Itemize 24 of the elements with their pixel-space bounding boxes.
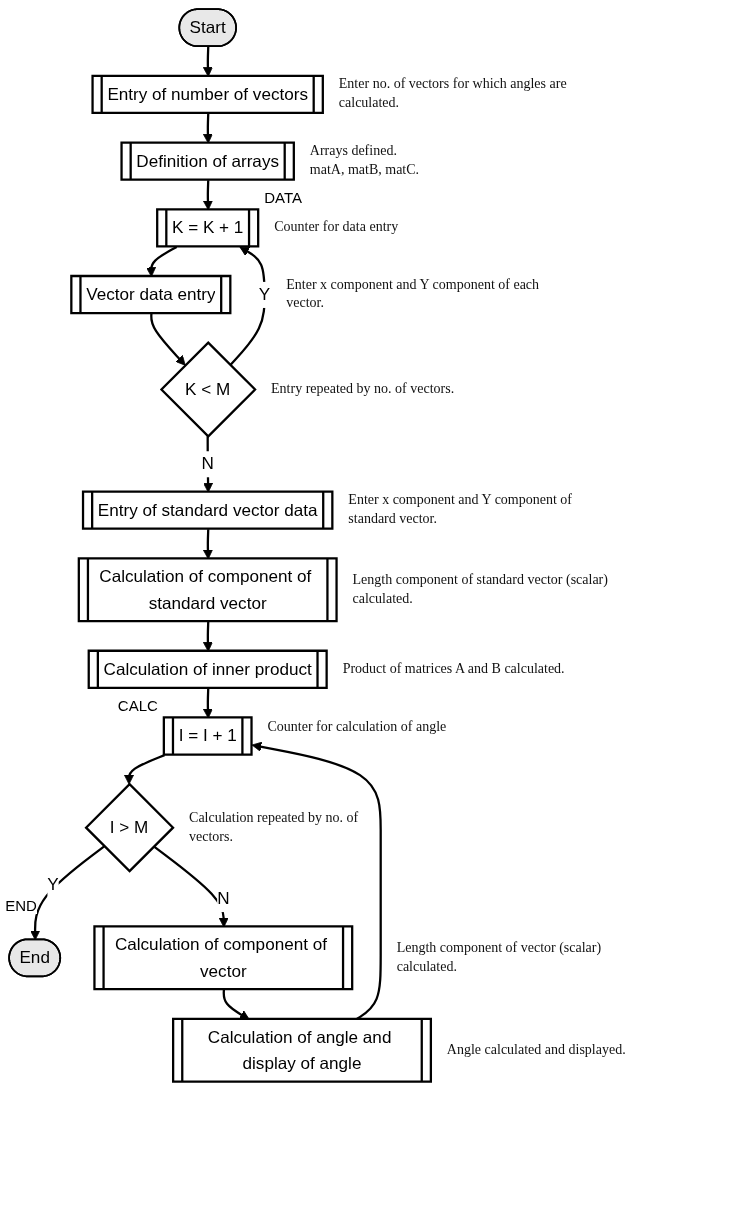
annotation-text: Length component of standard vector (scalar) calculated.	[352, 570, 609, 608]
annotation-text: Enter x component and Y component of each vector.	[286, 275, 541, 313]
node-diamond: K < M	[159, 341, 257, 438]
annotation-text: Product of matrices A and B calculated.	[342, 659, 566, 678]
annotation-text: Length component of vector (scalar) calculated.	[396, 938, 603, 976]
annotation-text: Angle calculated and displayed.	[446, 1040, 627, 1059]
annotation-text: Enter x component and Y component of standard vector.	[348, 491, 573, 529]
annotation-text: matA, matB, matC.	[309, 160, 421, 179]
arrow	[124, 754, 165, 785]
edge-label: N	[217, 888, 230, 908]
edge-label: Y	[47, 874, 59, 894]
arrow	[150, 313, 186, 366]
annotation-text: Arrays defined.	[309, 142, 398, 161]
annotation-text: Calculation repeated by no. of vectors.	[189, 808, 360, 846]
connector-name: DATA	[264, 189, 302, 207]
annotation-text: Counter for data entry	[274, 218, 400, 237]
edge-label: N	[201, 453, 214, 473]
arrow	[30, 845, 105, 941]
edge-label: Y	[258, 283, 271, 304]
annotation-text: Enter no. of vectors for which angles are calculated.	[338, 75, 568, 113]
annotation-text: Counter for calculation of angle	[267, 718, 448, 737]
node-diamond: I > M	[84, 782, 175, 873]
connector-name: CALC	[117, 697, 158, 715]
annotation-text: Entry repeated by no. of vectors.	[271, 380, 456, 398]
